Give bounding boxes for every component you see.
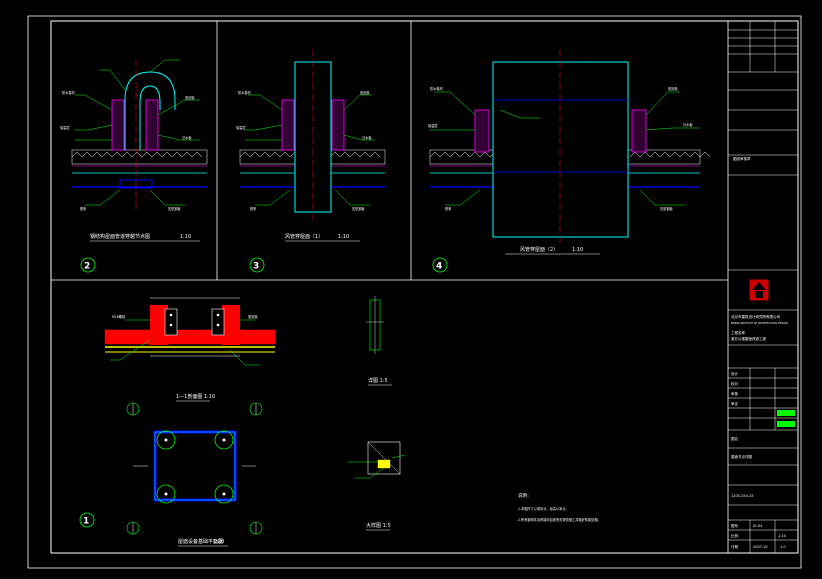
company-logo (749, 279, 769, 301)
detail-number-1: 1 (83, 517, 89, 527)
insulation-upstand-right-4 (631, 109, 647, 153)
scale-detail-1: 1:20 (213, 539, 224, 545)
section-pier-right (222, 305, 240, 345)
drawing-code: 1205-254-25 (731, 494, 754, 498)
date-label: 日期 (731, 544, 739, 549)
label-sealant-4: 密封胶 (668, 86, 678, 91)
project-label: 工程名称 (731, 330, 745, 335)
label-sealant-3: 密封胶 (360, 90, 370, 95)
insulation-upstand-right-3 (331, 99, 345, 151)
caption-section-1-1: 1—1剖面图 1:10 (176, 393, 215, 400)
designer-label: 设计 (731, 371, 739, 376)
label-purlin-2: 檩条 (80, 206, 87, 211)
label-deck-3: 压型钢板 (352, 206, 366, 211)
drawing-name: 屋面节点详图 (731, 454, 752, 459)
label-insulation-2: 保温层 (60, 125, 70, 130)
inner-frame (50, 20, 799, 554)
label-purlin-3: 檩条 (250, 206, 257, 211)
roof-deck-2 (71, 149, 208, 188)
detail-marker-4 (432, 257, 448, 273)
insulation-upstand-right-2 (145, 99, 159, 151)
label-insulation-3: 保温层 (236, 125, 246, 130)
label-flashing-3: 泛水板 (362, 135, 372, 140)
caption-detail-4: 风管穿屋面（2） (520, 246, 558, 253)
scale-detail-2: 1:10 (180, 234, 191, 240)
duct-4 (492, 61, 629, 238)
label-flashing-4: 泛水板 (683, 122, 693, 127)
project-name: 某办公楼屋面改造工程 (731, 336, 766, 341)
detail-a: 详图 1:5 (366, 296, 392, 386)
company-name: 北京市建筑设计研究院有限公司 (731, 314, 780, 319)
approval-stamp-2 (777, 421, 795, 427)
detail-marker-3 (249, 257, 265, 273)
insulation-upstand-left-3 (281, 99, 295, 151)
checker-label: 校对 (731, 381, 739, 386)
stamp-label: 图纸审核章 (733, 156, 751, 161)
label-bolt-section: M16螺栓 (112, 314, 126, 319)
caption-detail-a: 详图 1:5 (368, 377, 388, 384)
approval-stamp-1 (777, 410, 795, 416)
detail-number-2: 2 (84, 262, 90, 272)
detail-3: 防水卷材 保温层 密封胶 泛水板 檩条 压型钢板 风管穿屋面（1） 1:10 3 (236, 50, 386, 273)
scale-label: 比例 (731, 533, 739, 538)
foundation-bolts (164, 438, 226, 496)
label-waterproof-4: 防水卷材 (430, 86, 444, 91)
label-waterproof-2: 防水卷材 (62, 90, 76, 95)
label-flashing-2: 泛水板 (182, 135, 192, 140)
leaders-3 (245, 94, 375, 206)
section-marker-lines (132, 403, 257, 534)
caption-detail-3: 风管穿屋面（1） (285, 233, 323, 240)
label-purlin-4: 檩条 (445, 206, 452, 211)
scale-value: 1:10 (778, 534, 786, 538)
section-pier-left (150, 305, 168, 345)
date-value: 2007.10 (753, 545, 767, 549)
approver-label: 审定 (731, 401, 739, 406)
general-notes: 说明： 1.本图尺寸以毫米计，标高以米计。 2.所有钢构件及焊接均应按有关规范施… (518, 492, 601, 522)
detail-number-4: 4 (436, 262, 442, 272)
leaders-2 (75, 59, 200, 206)
notes-item-2: 2.所有钢构件及焊接均应按有关规范施工并做好防腐处理。 (518, 517, 601, 522)
section-slab-red (104, 329, 276, 345)
detail-1-plan: 屋面设备基础平面图 1:20 1 (79, 402, 263, 547)
title-block-grid (728, 21, 798, 553)
caption-detail-2: 钢结构屋面管道穿越节点图 (90, 233, 150, 240)
detail-2: 防水卷材 保温层 密封胶 泛水板 檩条 压型钢板 钢结构屋面管道穿越节点图 1:… (60, 59, 208, 273)
label-deck-4: 压型钢板 (660, 206, 674, 211)
section-1-1: M16螺栓 密封胶 1—1剖面图 1:10 (104, 297, 276, 402)
leaders-4 (430, 91, 700, 206)
insulation-upstand-left-4 (474, 109, 490, 153)
scale-detail-4: 1:10 (572, 247, 583, 253)
drawing-label: 图名 (731, 436, 738, 441)
caption-detail-b: 大样图 1:5 (366, 522, 391, 529)
caption-detail-1: 屋面设备基础平面图 (178, 538, 223, 545)
detail-marker-2 (80, 257, 96, 273)
scale-detail-3: 1:10 (338, 234, 349, 240)
reviewer-label: 审核 (731, 391, 739, 396)
drawing-no: JG-04 (752, 524, 763, 528)
title-block: 图纸审核章 北京市建筑设计研究院有限公司 BEIJING INSTITUTE O… (728, 21, 798, 553)
notes-heading: 说明： (518, 492, 532, 499)
detail-number-3: 3 (253, 262, 259, 272)
foundation-piers (156, 430, 234, 504)
insulation-upstand-left-2 (111, 99, 125, 151)
detail-marker-1 (79, 512, 95, 528)
detail-4: 防水卷材 保温层 密封胶 泛水板 檩条 压型钢板 风管穿屋面（2） 1:10 4 (428, 50, 711, 273)
label-insulation-4: 保温层 (428, 123, 438, 128)
leaders-section (110, 319, 260, 366)
company-subtitle: BEIJING INSTITUTE OF ARCHITECTURAL DESIG… (731, 322, 788, 325)
label-sealant-section: 密封胶 (248, 314, 258, 319)
label-waterproof-3: 防水卷材 (238, 90, 252, 95)
outer-frame (27, 15, 802, 569)
notes-item-1: 1.本图尺寸以毫米计，标高以米计。 (518, 506, 569, 511)
label-deck-2: 压型钢板 (168, 206, 182, 211)
drawing-no-label: 图号 (731, 523, 739, 528)
sheet-value: 1.0 (780, 545, 786, 549)
detail-b: 大样图 1:5 (348, 441, 406, 531)
label-sealant-2: 密封胶 (185, 95, 195, 100)
